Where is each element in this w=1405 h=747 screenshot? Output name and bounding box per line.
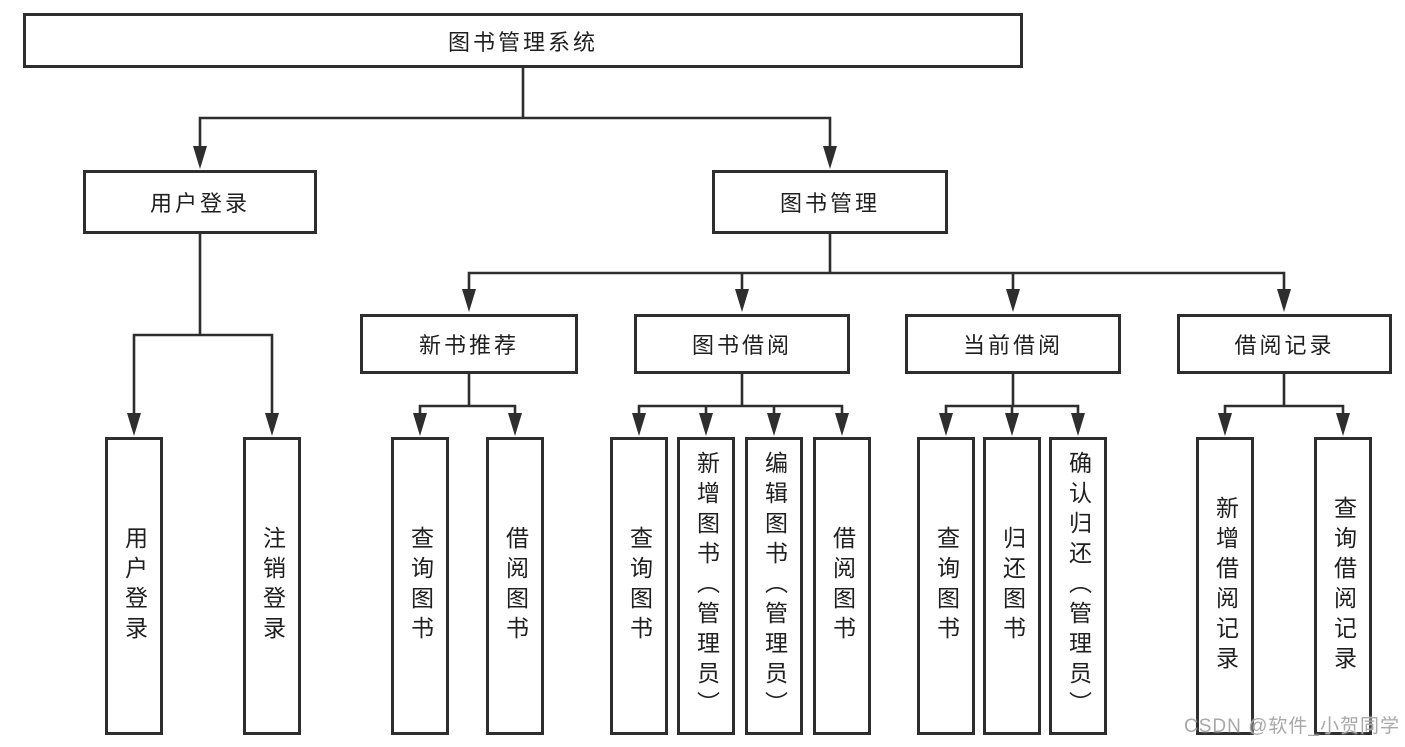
node-user-login: 用户登录 <box>83 170 317 234</box>
leaf-confirm-return-admin: 确认归还（管理员） <box>1049 437 1107 735</box>
leaf-query-borrow-record: 查询借阅记录 <box>1314 437 1372 735</box>
node-label: 用户登录 <box>149 191 250 216</box>
node-label: 注销登录 <box>259 526 286 646</box>
node-label: 图书管理系统 <box>447 29 598 55</box>
leaf-add-borrow-record: 新增借阅记录 <box>1196 437 1254 735</box>
node-label: 编辑图书（管理员） <box>761 451 788 721</box>
node-current-borrowing: 当前借阅 <box>905 314 1121 374</box>
node-label: 新增借阅记录 <box>1212 496 1239 676</box>
csdn-watermark: CSDN @软件_小贺同学 <box>1184 716 1400 737</box>
node-label: 查询借阅记录 <box>1330 496 1357 676</box>
node-new-book-recommendation: 新书推荐 <box>360 314 578 374</box>
node-label: 确认归还（管理员） <box>1065 451 1092 721</box>
leaf-add-book-admin: 新增图书（管理员） <box>677 437 735 735</box>
leaf-query-books-borrowing: 查询图书 <box>610 437 668 735</box>
leaf-logout: 注销登录 <box>243 437 301 735</box>
node-label: 用户登录 <box>121 526 148 646</box>
node-label: 借阅图书 <box>502 526 529 646</box>
node-system-root: 图书管理系统 <box>23 13 1023 68</box>
node-label: 新书推荐 <box>418 333 519 358</box>
node-label: 查询图书 <box>626 526 653 646</box>
node-label: 新增图书（管理员） <box>693 451 720 721</box>
leaf-return-book: 归还图书 <box>983 437 1041 735</box>
leaf-edit-book-admin: 编辑图书（管理员） <box>745 437 803 735</box>
leaf-borrow-books-borrowing: 借阅图书 <box>813 437 871 735</box>
leaf-query-books-current: 查询图书 <box>917 437 975 735</box>
node-label: 图书借阅 <box>691 333 792 358</box>
node-label: 归还图书 <box>999 526 1026 646</box>
leaf-borrow-books-recommend: 借阅图书 <box>486 437 544 735</box>
node-label: 当前借阅 <box>962 333 1063 358</box>
node-book-management: 图书管理 <box>712 170 948 234</box>
node-borrowing-records: 借阅记录 <box>1177 314 1392 374</box>
node-label: 借阅图书 <box>829 526 856 646</box>
node-label: 图书管理 <box>779 191 880 216</box>
leaf-query-books-recommend: 查询图书 <box>391 437 449 735</box>
leaf-user-login: 用户登录 <box>105 437 163 735</box>
node-label: 借阅记录 <box>1234 333 1335 358</box>
node-label: 查询图书 <box>933 526 960 646</box>
node-label: 查询图书 <box>407 526 434 646</box>
node-book-borrowing: 图书借阅 <box>634 314 850 374</box>
